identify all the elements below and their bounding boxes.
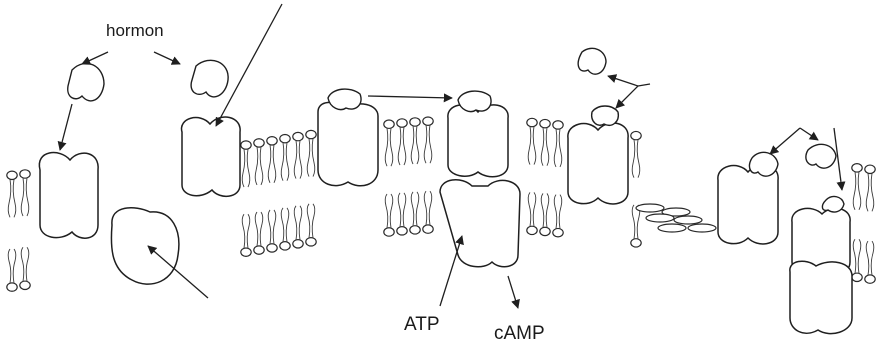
receptor-protein-4 — [568, 123, 628, 204]
inner-protein-1 — [111, 208, 178, 284]
g-protein — [448, 105, 508, 177]
arrow — [216, 4, 282, 126]
receptor-protein-1 — [39, 153, 98, 239]
inner-protein-2 — [790, 261, 852, 333]
hormone-molecule — [822, 197, 844, 212]
arrow — [60, 104, 72, 150]
receptor-protein-5 — [718, 165, 778, 244]
arrow — [154, 52, 180, 64]
lipid-raft — [636, 204, 716, 232]
hormone-label: hormon — [106, 21, 164, 40]
hormone-molecule — [592, 106, 619, 125]
arrow — [616, 86, 638, 108]
membrane-proteins — [39, 102, 852, 333]
arrow — [368, 96, 452, 98]
receptor-protein-2 — [182, 117, 241, 196]
camp-label: cAMP — [494, 323, 545, 344]
hormone-molecule — [750, 152, 778, 176]
arrow — [638, 84, 650, 86]
hormone-molecule — [458, 91, 491, 111]
hormone-molecule — [578, 48, 606, 74]
arrow — [508, 276, 518, 308]
adenylate-cyclase — [440, 180, 520, 267]
arrow — [440, 236, 462, 306]
atp-label: ATP — [404, 314, 440, 335]
hormone-molecule — [328, 89, 361, 109]
receptor-protein-3 — [318, 102, 378, 185]
hormone-molecule — [806, 144, 836, 168]
arrow — [608, 76, 638, 86]
hormone-molecule — [191, 60, 228, 97]
arrow — [800, 128, 818, 140]
arrow — [82, 52, 108, 64]
hormone-molecule — [68, 63, 104, 100]
arrow — [770, 128, 800, 154]
